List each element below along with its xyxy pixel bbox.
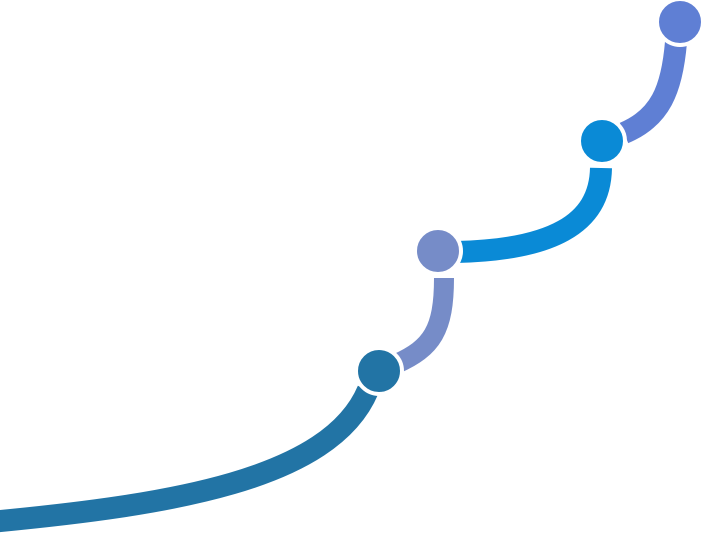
path-node-1	[354, 346, 404, 396]
path-node-4	[655, 0, 702, 47]
path-node-2	[413, 226, 463, 276]
path-segment-2	[391, 277, 454, 374]
path-segment-1	[0, 385, 379, 533]
path-segment-3	[455, 167, 612, 263]
connector-layer	[0, 41, 687, 533]
path-node-3	[577, 116, 627, 166]
node-layer	[354, 0, 702, 396]
path-segment-4	[619, 41, 687, 144]
